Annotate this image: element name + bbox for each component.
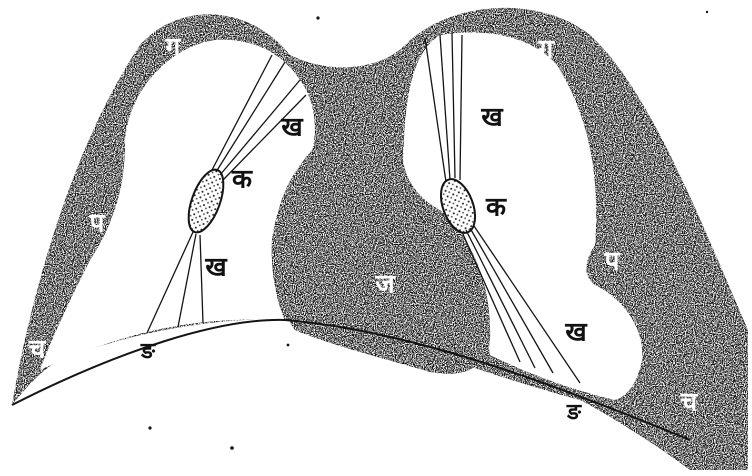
label-nga-right: ङ	[566, 400, 582, 425]
label-ka-right: क	[485, 193, 507, 223]
label-cha-right: च	[680, 388, 699, 418]
label-kha-upper-left: ख	[280, 113, 304, 143]
label-kha-lower-left: ख	[204, 253, 228, 283]
label-ga-right: ग	[538, 35, 555, 65]
label-ja-center: ज	[374, 270, 396, 300]
label-pa-left: प	[89, 209, 106, 239]
label-kha-upper-right: ख	[480, 103, 504, 133]
label-ka-left: क	[231, 165, 253, 195]
label-nga-left: ङ	[140, 339, 156, 364]
label-kha-lower-right: ख	[564, 318, 588, 348]
label-pa-right: प	[604, 247, 621, 277]
label-cha-left: च	[28, 335, 47, 365]
label-ga-left: ग	[165, 33, 182, 63]
